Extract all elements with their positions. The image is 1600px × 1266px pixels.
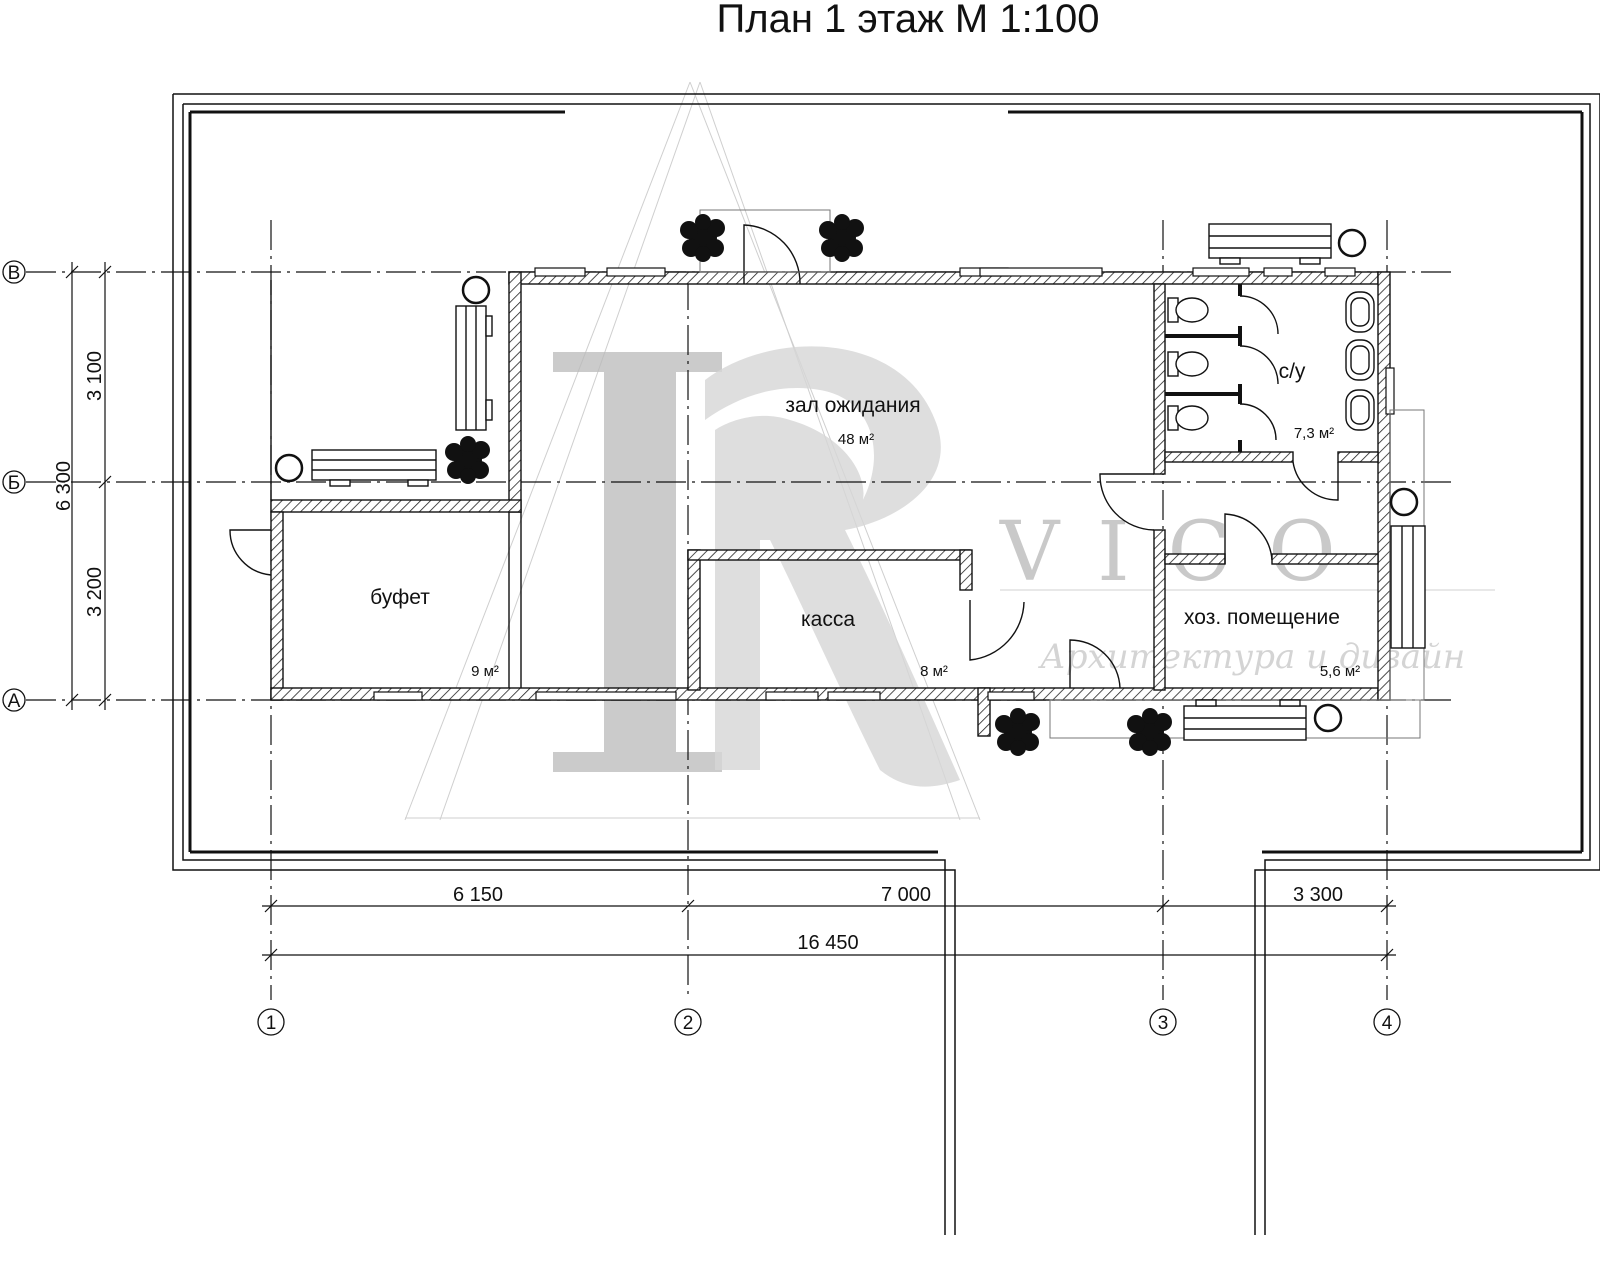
dim-horizontal-2-3: 7 000 [881,884,931,906]
bin-3 [1337,228,1367,258]
bin-5 [1313,703,1343,733]
plant-3 [445,436,490,484]
plan-title: План 1 этаж М 1:100 [717,0,1100,41]
urinal-2 [1345,339,1375,381]
vertical-dimensions [65,262,112,710]
room-utility-name: хоз. помещение [1184,606,1340,629]
dim-horizontal-3-4: 3 300 [1293,884,1343,906]
watermark-letter-r [705,346,960,787]
partitions [270,280,1242,688]
urinal-3 [1345,389,1375,431]
axis-label-4: 4 [1382,1013,1393,1034]
room-waiting-hall-name: зал ожидания [785,394,920,417]
bench-porch-horizontal [311,449,437,487]
sanitary-fixtures [1167,291,1375,431]
watermark-letter-i [553,352,722,772]
utility-door [1224,513,1273,564]
room-cashier-name: касса [801,608,855,631]
room-waiting-hall-area: 48 м² [838,431,874,448]
cashier-door [969,600,1025,661]
bench-north [1208,223,1332,265]
benches [311,223,1426,741]
dim-horizontal-total: 16 450 [797,932,858,954]
room-wc-area: 7,3 м² [1294,425,1334,442]
bench-south [1183,699,1307,741]
axis-markers-vertical [257,1008,1401,1036]
room-buffet-name: буфет [370,586,430,609]
axis-label-b: Б [8,473,20,494]
horizontal-dimensions [262,899,1396,962]
dim-vertical-upper: 3 100 [84,351,106,401]
urinal-1 [1345,291,1375,333]
windows [373,267,1395,701]
bin-2 [274,453,304,483]
room-buffet-area: 9 м² [471,663,499,680]
south-door [1069,639,1121,689]
plant-4 [995,708,1040,756]
toilet-2 [1167,351,1209,377]
axis-label-1: 1 [266,1013,277,1034]
room-cashier-area: 8 м² [920,663,948,680]
room-utility-area: 5,6 м² [1320,663,1360,680]
dim-vertical-total: 6 300 [53,461,75,511]
hall-door [1099,473,1155,531]
room-wc-name: с/у [1279,360,1306,383]
bin-1 [461,275,491,305]
toilet-1 [1167,297,1209,323]
bin-4 [1389,487,1419,517]
buffet-door [229,529,272,576]
plant-2 [819,214,864,262]
walls [270,271,1391,737]
plant-1 [680,214,725,262]
plant-5 [1127,708,1172,756]
room-labels: зал ожидания 48 м² буфет 9 м² касса 8 м²… [370,360,1360,680]
toilet-3 [1167,405,1209,431]
watermark-letters: VICO [999,505,1374,600]
plants [445,214,1172,756]
axis-label-v: В [8,263,21,284]
bench-east [1390,525,1426,649]
axis-label-3: 3 [1158,1013,1169,1034]
axis-label-2: 2 [683,1013,694,1034]
axis-markers-horizontal [2,260,26,712]
trash-bins [274,228,1419,733]
dim-horizontal-1-2: 6 150 [453,884,503,906]
axis-label-a: А [8,691,21,712]
dim-vertical-lower: 3 200 [84,567,106,617]
wc-door [1292,461,1339,501]
bench-porch-vertical [455,305,493,431]
